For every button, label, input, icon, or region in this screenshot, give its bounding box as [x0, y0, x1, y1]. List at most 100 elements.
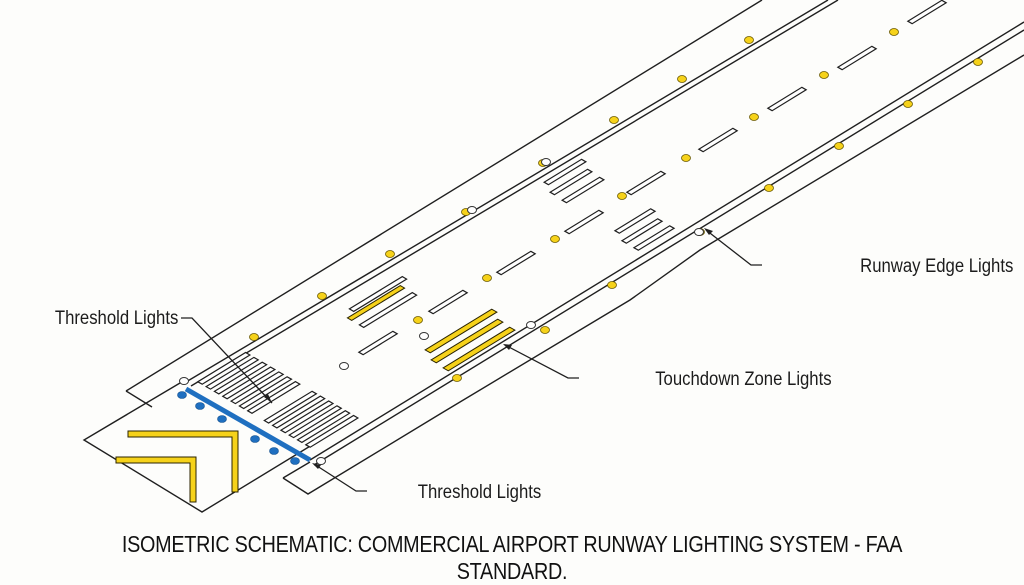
threshold-marking-stripe	[246, 380, 301, 414]
arrowhead-edge	[704, 228, 713, 235]
approach-chevrons	[115, 430, 239, 503]
runway-light-yellow	[749, 113, 759, 121]
threshold-marking-stripe	[196, 351, 252, 385]
centerline-markings	[357, 0, 948, 356]
threshold-marking-stripe	[296, 410, 351, 444]
runway-light-yellow	[317, 292, 327, 300]
threshold-light	[250, 435, 260, 443]
runway-light-yellow	[540, 326, 550, 334]
threshold-light	[217, 415, 227, 423]
runway-light-yellow	[249, 333, 259, 341]
threshold-marking-stripe	[288, 405, 343, 439]
threshold-markings	[196, 351, 360, 448]
centerline-dash	[906, 0, 948, 25]
aiming-point-marking	[358, 291, 418, 329]
centerline-dash	[836, 45, 878, 71]
threshold-light	[195, 402, 205, 410]
runway-light-yellow	[903, 100, 913, 108]
runway-light-yellow	[744, 36, 754, 44]
leader-edge	[705, 229, 762, 266]
leader-touchdown	[504, 344, 579, 379]
runway-edge-light	[316, 457, 326, 465]
upper-shoulder-cap	[125, 390, 153, 408]
approach-pad-right	[282, 461, 311, 479]
threshold-lights	[177, 391, 300, 465]
runway-light-yellow	[819, 71, 829, 79]
centerline-dash	[766, 86, 808, 112]
runway-light-yellow	[834, 142, 844, 150]
runway-upper-edge-inner	[190, 0, 839, 387]
runway-upper-edge-outer	[185, 0, 829, 383]
threshold-marking-stripe	[304, 414, 360, 448]
touchdown-stripe	[613, 208, 657, 234]
lower-shoulder-edge	[282, 54, 1024, 495]
upper-shoulder-edge	[125, 0, 763, 392]
label-threshold-lights-top: Threshold Lights	[55, 307, 179, 328]
runway-edge-light	[694, 228, 704, 236]
runway-edge-light	[541, 158, 551, 166]
runway-light-yellow	[482, 274, 492, 282]
runway-light-yellow	[413, 316, 423, 324]
runway-edge-light	[339, 362, 349, 370]
arrowhead-touchdown	[503, 344, 512, 350]
touchdown-markings	[346, 158, 676, 372]
runway-outlines	[82, 0, 1024, 513]
approach-chevron	[115, 456, 197, 503]
runway-light-yellow	[681, 154, 691, 162]
leader-threshold-bottom	[313, 463, 367, 492]
aiming-point-marking	[348, 275, 408, 313]
figure-caption: ISOMETRIC SCHEMATIC: COMMERCIAL AIRPORT …	[121, 531, 903, 584]
leader-threshold-top	[181, 317, 273, 404]
runway-light-yellow	[385, 250, 395, 258]
threshold-marking-stripe	[221, 366, 277, 400]
centerline-dash	[427, 289, 469, 315]
runway-light-yellow	[609, 116, 619, 124]
threshold-marking-stripe	[238, 376, 293, 410]
threshold-light	[290, 457, 300, 465]
runway-lights	[179, 28, 983, 465]
runway-light-yellow	[973, 58, 983, 66]
label-touchdown-zone-lights: Touchdown Zone Lights	[655, 368, 831, 389]
runway-edge-light	[467, 206, 477, 214]
runway-light-yellow	[452, 374, 462, 382]
runway-light-yellow	[677, 75, 687, 83]
threshold-bar	[184, 386, 312, 463]
runway-edge-light	[179, 377, 189, 385]
touchdown-stripe	[560, 176, 606, 204]
aiming-point-marking	[346, 285, 406, 321]
approach-chevron	[127, 430, 239, 493]
touchdown-stripe	[542, 158, 588, 186]
touchdown-zone-bar	[442, 326, 516, 372]
touchdown-stripe	[620, 218, 664, 244]
centerline-dash	[563, 209, 605, 235]
threshold-light	[269, 447, 279, 455]
threshold-marking-stripe	[271, 395, 326, 429]
threshold-marking-stripe	[213, 361, 268, 395]
touchdown-zone-bar	[424, 308, 498, 354]
label-threshold-lights-bottom: Threshold Lights	[418, 481, 542, 502]
arrowhead-threshold-bottom	[312, 463, 321, 469]
runway-edge-light	[526, 321, 536, 329]
threshold-light	[177, 391, 187, 399]
runway-edge-light	[419, 332, 429, 340]
runway-light-yellow	[550, 235, 560, 243]
label-runway-edge-lights: Runway Edge Lights	[860, 255, 1013, 276]
runway-light-yellow	[617, 192, 627, 200]
touchdown-stripe	[548, 168, 594, 196]
centerline-dash	[357, 330, 399, 356]
touchdown-stripe	[632, 225, 676, 251]
touchdown-zone-bar	[430, 318, 504, 364]
runway-light-yellow	[889, 28, 899, 36]
runway-lower-edge-outer	[309, 21, 1024, 461]
approach-pad	[82, 382, 331, 513]
arrowhead-threshold-top	[264, 394, 272, 403]
threshold-marking-stripe	[279, 400, 335, 434]
callout-leaders	[181, 228, 762, 492]
threshold-marking-stripe	[263, 390, 318, 424]
runway-diagram: Threshold Lights Threshold Lights Runway…	[55, 0, 1024, 513]
centerline-dash	[495, 250, 537, 276]
runway-light-yellow	[764, 184, 774, 192]
centerline-dash	[625, 170, 667, 196]
runway-light-yellow	[607, 281, 617, 289]
centerline-dash	[697, 127, 739, 153]
